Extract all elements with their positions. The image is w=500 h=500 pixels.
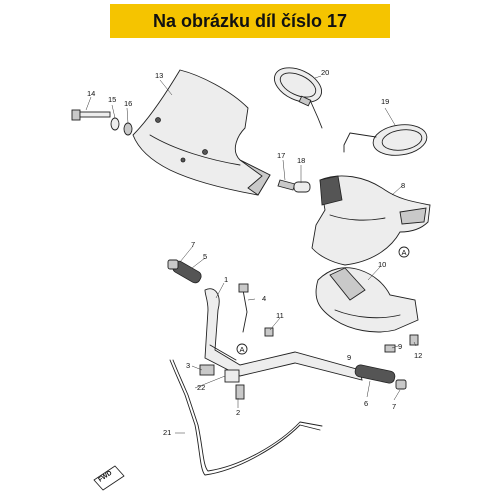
callout-4: 4 [262, 294, 266, 303]
callout-19: 19 [381, 97, 389, 106]
leader-lines [85, 75, 417, 434]
part-handle-cover-upper [311, 175, 431, 266]
callout-21: 21 [163, 428, 171, 437]
part-clamp-22 [224, 369, 240, 383]
callout-16: 16 [124, 99, 132, 108]
callout-9a: 9 [398, 342, 402, 351]
part-handle-cover-lower [315, 267, 419, 333]
callout-14: 14 [87, 89, 95, 98]
callout-20: 20 [321, 68, 329, 77]
callout-2: 2 [236, 408, 240, 417]
callout-labels: 1 2 3 4 5 6 7 7 8 9 9 10 11 12 13 14 15 … [87, 68, 422, 437]
callout-22: 22 [197, 383, 205, 392]
svg-text:A: A [401, 248, 406, 257]
svg-text:A: A [239, 345, 244, 354]
part-cable-band [238, 283, 249, 333]
part-grommet-18 [293, 181, 311, 193]
callout-3: 3 [186, 361, 190, 370]
part-bar-end-right [395, 379, 407, 390]
part-bolt-14 [71, 109, 111, 121]
callout-12: 12 [414, 351, 422, 360]
part-bar-end-left [167, 259, 179, 270]
part-bolt-12 [409, 334, 419, 346]
callout-8: 8 [401, 181, 405, 190]
part-nut-16 [123, 122, 133, 136]
ref-marker-a-upper: A [398, 246, 410, 258]
part-mirror-right [343, 124, 428, 156]
callout-1: 1 [224, 275, 228, 284]
callout-10: 10 [378, 260, 386, 269]
part-clip-17 [277, 179, 296, 191]
callout-13: 13 [155, 71, 163, 80]
part-bolt-9 [384, 344, 396, 353]
callout-15: 15 [108, 95, 116, 104]
part-washer-15 [110, 117, 120, 131]
part-bolt-2 [235, 384, 245, 400]
part-windshield [132, 69, 271, 196]
callout-17: 17 [277, 151, 285, 160]
part-clamp-3 [199, 364, 215, 376]
ref-marker-a-lower: A [236, 343, 248, 355]
direction-arrow: FWD [93, 465, 125, 491]
callout-11: 11 [276, 311, 284, 320]
callout-6: 6 [364, 399, 368, 408]
callout-7a: 7 [191, 240, 195, 249]
callout-18: 18 [297, 156, 305, 165]
part-bolt-11 [264, 327, 274, 337]
part-mirror-left [274, 67, 323, 129]
part-throttle-cable [169, 359, 323, 476]
callout-5: 5 [203, 252, 207, 261]
title-banner: Na obrázku díl číslo 17 [110, 4, 390, 38]
callout-7b: 7 [392, 402, 396, 411]
callout-9b: 9 [347, 353, 351, 362]
part-grip-right [354, 364, 396, 384]
direction-label: FWD [97, 469, 113, 483]
